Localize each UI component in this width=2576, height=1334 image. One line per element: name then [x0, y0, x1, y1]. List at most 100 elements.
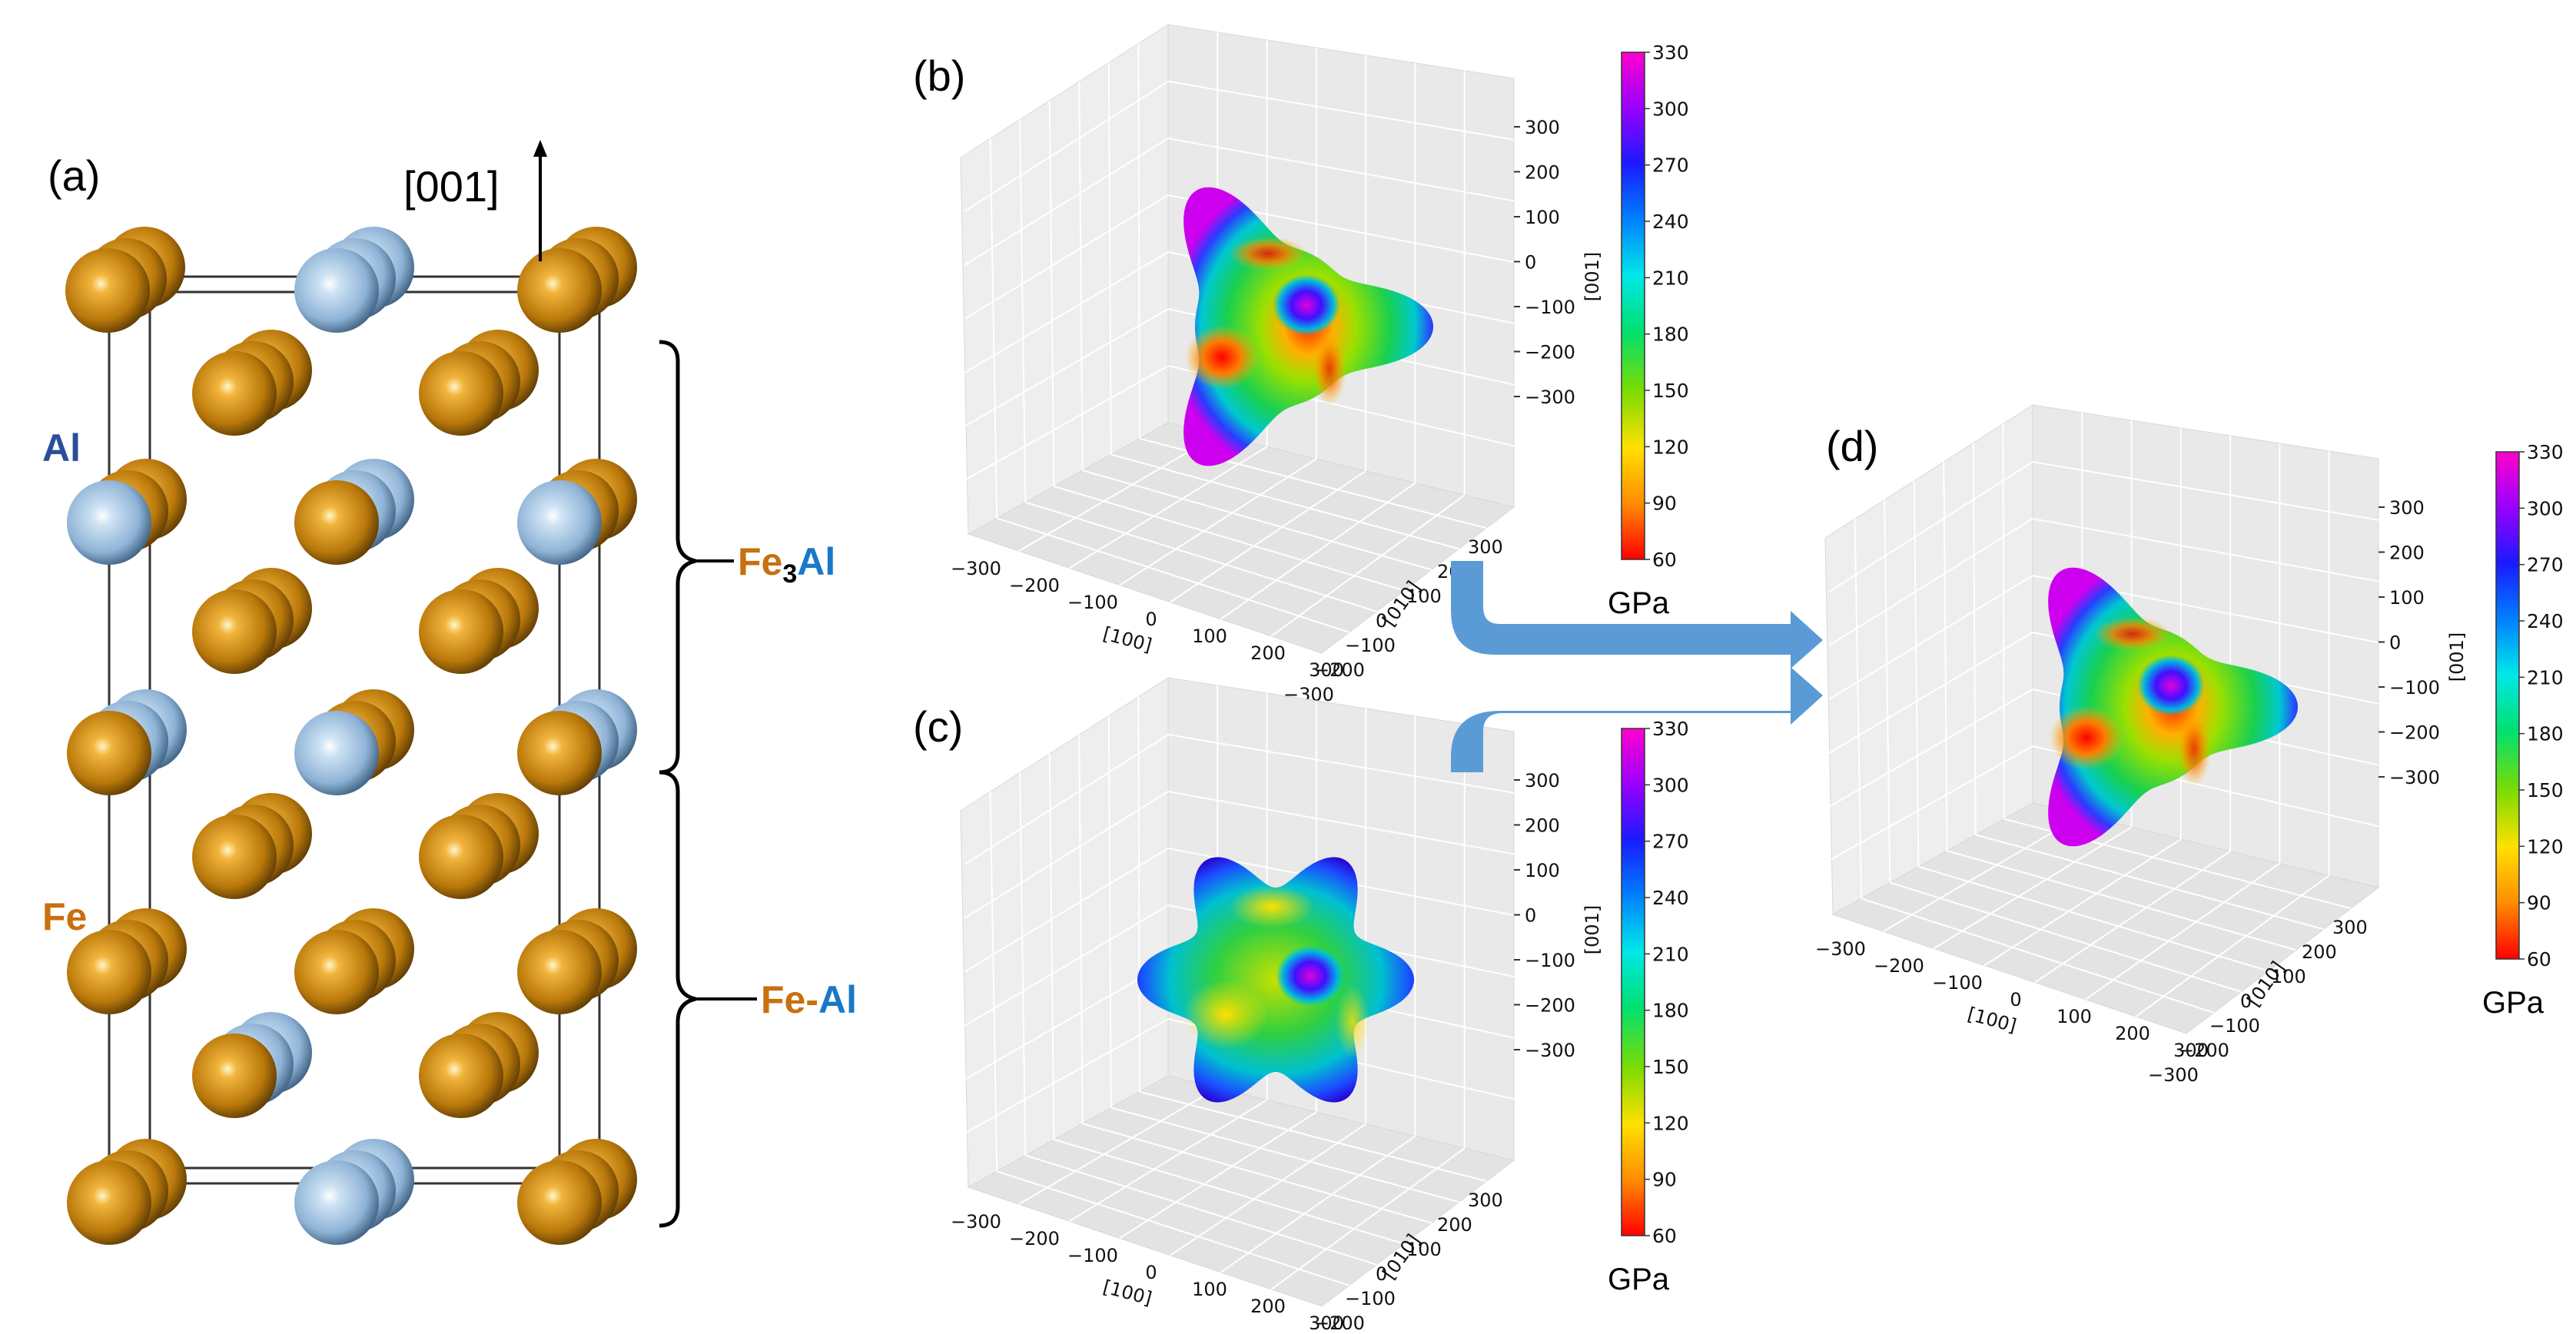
- panel-b-label: (b): [913, 51, 965, 100]
- z-tick-label: −300: [1525, 387, 1575, 408]
- y-tick-label: 100: [2271, 966, 2306, 987]
- colorbar-tick: 240: [2527, 610, 2564, 632]
- atom-site: [192, 330, 312, 436]
- fe-atom: [192, 1034, 277, 1118]
- fe-atom: [67, 930, 151, 1014]
- colorbar-tick: 150: [1652, 380, 1689, 402]
- panel-d-label: (d): [1826, 422, 1878, 470]
- z-axis-label: [001]: [1582, 252, 1603, 302]
- atom-site: [419, 1012, 539, 1118]
- y-tick-label: −300: [2148, 1064, 2199, 1086]
- panel-a-label: (a): [48, 151, 100, 200]
- y-tick-label: −100: [1345, 635, 1396, 656]
- surface-plot-c: 3002001000−100−200−300[001]−300−200−1000…: [951, 677, 1689, 1334]
- fe-atom: [192, 351, 277, 436]
- al-label: Al: [42, 426, 81, 470]
- grid-lines: [1828, 413, 2379, 1017]
- fe-atom: [67, 1160, 151, 1245]
- x-tick-label: 300: [1309, 659, 1344, 681]
- colorbar-tick: 210: [2527, 666, 2564, 689]
- colorbar-tick: 180: [1652, 1000, 1689, 1022]
- colorbar-tick: 240: [1652, 211, 1689, 233]
- colorbar-tick: 60: [1652, 549, 1677, 571]
- x-tick-label: −200: [1009, 1228, 1060, 1249]
- x-tick-label: −200: [1009, 575, 1060, 596]
- x-tick-label: 200: [2115, 1023, 2150, 1044]
- colorbar-tick: 330: [1652, 41, 1689, 64]
- z-tick-label: −300: [1525, 1040, 1575, 1061]
- z-tick-label: 300: [1525, 117, 1560, 138]
- y-tick-label: 300: [2332, 917, 2368, 938]
- feal-label: Fe-Al: [761, 978, 857, 1021]
- y-tick-label: −200: [1314, 1312, 1365, 1334]
- z-tick-label: 200: [1525, 162, 1560, 184]
- fe3al-label: Fe3Al: [738, 540, 835, 589]
- atom-site: [192, 568, 312, 674]
- colorbar-tick: 180: [1652, 324, 1689, 346]
- y-tick-label: −200: [1314, 659, 1365, 681]
- y-tick-label: 300: [1468, 536, 1503, 558]
- x-tick-label: 100: [2056, 1006, 2092, 1027]
- fe-atom: [192, 815, 277, 899]
- al-atom: [67, 480, 151, 565]
- colorbar-tick: 120: [2527, 835, 2564, 858]
- z-tick-label: 0: [2389, 632, 2401, 654]
- z-tick-label: −200: [1525, 342, 1575, 363]
- al-atom: [294, 711, 379, 795]
- colorbar-tick: 270: [2527, 554, 2564, 576]
- y-tick-label: 300: [1468, 1190, 1503, 1211]
- colorbar-tick: 300: [1652, 98, 1689, 120]
- y-tick-label: −100: [2209, 1015, 2260, 1037]
- x-tick-label: 200: [1250, 642, 1286, 664]
- colorbar-tick: 120: [1652, 1112, 1689, 1134]
- z-tick-label: 100: [1525, 860, 1560, 881]
- colorbar-tick: 240: [1652, 887, 1689, 909]
- fe-atom: [517, 1160, 602, 1245]
- colorbar-tick: 270: [1652, 831, 1689, 853]
- x-tick-label: −100: [1067, 592, 1118, 613]
- direction-arrow: [533, 140, 547, 261]
- x-tick-label: 0: [1145, 609, 1157, 630]
- surface-plots: 300 200 100 0 −100 −200 −300 [001] −300 −200 −100 0…: [951, 24, 2564, 1334]
- atom-site: [419, 793, 539, 899]
- atom-site: [517, 689, 637, 795]
- z-tick-label: −100: [1525, 950, 1575, 971]
- colorbar-tick: 60: [2527, 948, 2551, 971]
- colorbar-tick: 90: [2527, 892, 2551, 914]
- x-tick-label: −300: [951, 558, 1001, 579]
- atom-site: [192, 793, 312, 899]
- z-tick-label: −200: [2389, 722, 2440, 744]
- colorbar-unit: GPa: [1608, 1263, 1670, 1296]
- colorbar-tick: 210: [1652, 267, 1689, 289]
- fe-atom: [517, 711, 602, 795]
- atom-site: [517, 1139, 637, 1245]
- atom-site: [517, 908, 637, 1014]
- atoms: [65, 227, 637, 1245]
- z-tick-label: −300: [2389, 767, 2440, 788]
- colorbar-tick: 270: [1652, 154, 1689, 177]
- surface-plot-b: 3002001000−100−200−300[001]−300−200−1000…: [951, 24, 1689, 705]
- z-tick-label: 100: [2389, 587, 2425, 609]
- atom-site: [67, 459, 187, 565]
- z-tick-label: 0: [1525, 252, 1536, 274]
- elastic-surface: [1137, 857, 1414, 1103]
- atom-site: [67, 689, 187, 795]
- colorbar-tick: 300: [2527, 497, 2564, 519]
- colorbar-tick: 150: [1652, 1056, 1689, 1078]
- z-tick-label: −100: [2389, 677, 2440, 699]
- atom-site: [67, 1139, 187, 1245]
- atom-site: [294, 689, 414, 795]
- atom-site: [419, 330, 539, 436]
- x-tick-label: 100: [1192, 1279, 1227, 1300]
- z-tick-label: −100: [1525, 297, 1575, 318]
- atom-site: [65, 227, 185, 333]
- al-atom: [517, 480, 602, 565]
- z-tick-label: 300: [1525, 770, 1560, 791]
- x-tick-label: 0: [2010, 989, 2021, 1010]
- atom-site: [294, 459, 414, 565]
- colorbar-tick: 300: [1652, 774, 1689, 796]
- brace-top: [659, 340, 696, 775]
- atom-site: [517, 227, 637, 333]
